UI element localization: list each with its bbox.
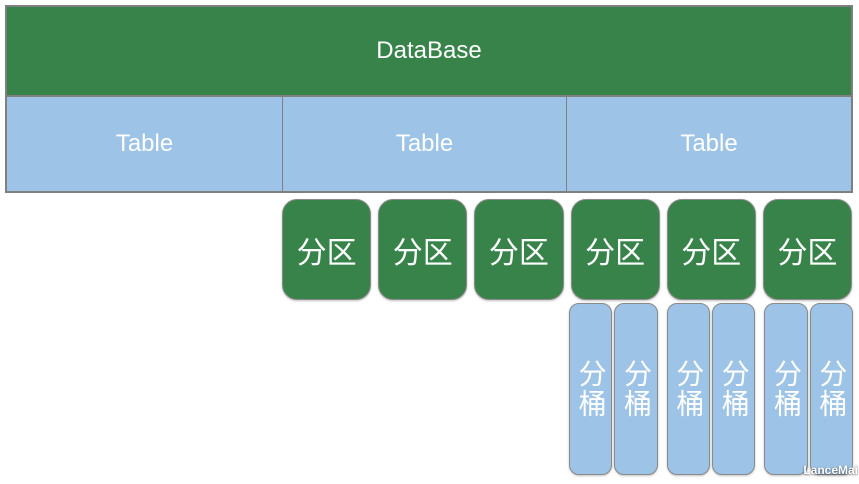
partition-box-5: 分区 — [666, 199, 756, 300]
bucket-pair-3: 分桶 分桶 — [764, 303, 854, 475]
bucket-box-6: 分桶 — [809, 303, 854, 475]
bucket-box-1: 分桶 — [569, 303, 613, 475]
partition-box-6: 分区 — [762, 199, 853, 300]
table-row: Table Table Table — [5, 97, 853, 193]
bucket-box-5: 分桶 — [764, 303, 808, 475]
table-cell-3: Table — [566, 97, 851, 191]
table-label: Table — [115, 130, 174, 157]
partition-box-1: 分区 — [282, 199, 372, 300]
bucket-pair-2: 分桶 分桶 — [666, 303, 756, 475]
database-label: DataBase — [376, 37, 482, 64]
partition-row: 分区 分区 分区 分区 分区 分区 — [282, 199, 853, 300]
bucket-box-4: 分桶 — [712, 303, 756, 475]
table-label: Table — [395, 130, 454, 157]
partition-box-4: 分区 — [570, 199, 660, 300]
partition-box-3: 分区 — [474, 199, 564, 300]
database-bar: DataBase — [5, 5, 853, 97]
table-cell-1: Table — [7, 97, 282, 191]
bucket-row: 分桶 分桶 分桶 分桶 分桶 分桶 — [569, 303, 854, 475]
bucket-box-2: 分桶 — [614, 303, 658, 475]
table-label: Table — [680, 130, 738, 157]
partition-box-2: 分区 — [378, 199, 468, 300]
table-cell-2: Table — [282, 97, 566, 191]
bucket-box-3: 分桶 — [666, 303, 711, 475]
bucket-pair-1: 分桶 分桶 — [569, 303, 658, 475]
watermark: LanceMai — [803, 463, 858, 477]
